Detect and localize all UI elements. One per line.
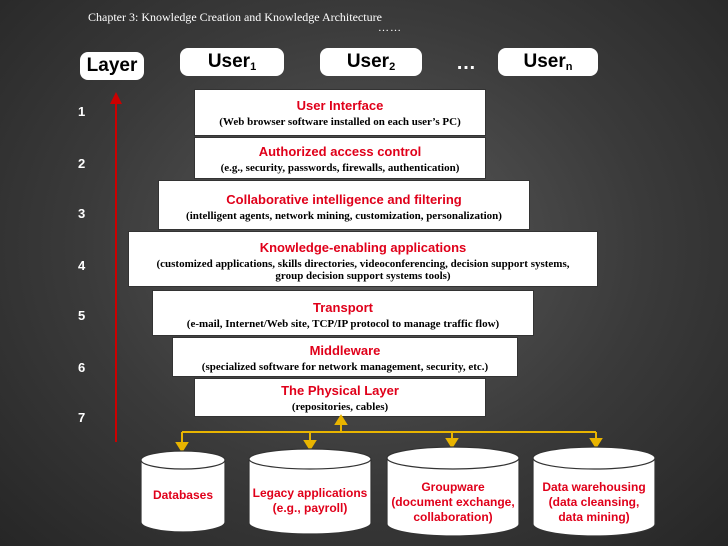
- layer-number-4: 4: [78, 258, 86, 273]
- layer-description: (intelligent agents, network mining, cus…: [186, 210, 502, 222]
- layer-knowledge-enabling-applications: Knowledge-enabling applications (customi…: [128, 231, 598, 287]
- repository-legacy-applications: Legacy applications (e.g., payroll): [248, 448, 372, 536]
- layer-middleware: Middleware (specialized software for net…: [172, 337, 518, 377]
- repository-label: Data warehousing (data cleansing, data m…: [542, 480, 646, 524]
- layer-number-2: 2: [78, 156, 86, 171]
- layer-description-continued: group decision support systems tools): [275, 270, 451, 282]
- layer-title: Transport: [313, 300, 373, 315]
- repository-groupware: Groupware (document exchange, collaborat…: [386, 446, 520, 538]
- layer-header: Layer: [80, 52, 144, 80]
- layer-arrow: [110, 92, 122, 442]
- repository-label: Groupware (document exchange, collaborat…: [391, 480, 515, 524]
- repository-data-warehousing: Data warehousing (data cleansing, data m…: [532, 446, 656, 538]
- layer-description: (specialized software for network manage…: [201, 361, 489, 373]
- layer-title: Knowledge-enabling applications: [259, 240, 467, 255]
- layer-description: (e.g., security, passwords, firewalls, a…: [220, 162, 460, 174]
- user-2-subscript: 2: [389, 61, 396, 73]
- layer-title: Authorized access control: [258, 144, 422, 159]
- cylinder-icon: [386, 446, 520, 537]
- users-ellipsis: …: [456, 52, 476, 74]
- layer-description: (Web browser software installed on each …: [219, 116, 461, 128]
- layer-user-interface: User Interface (Web browser software ins…: [194, 89, 486, 136]
- user-1-subscript: 1: [250, 61, 257, 73]
- layer-transport: Transport (e-mail, Internet/Web site, TC…: [152, 290, 534, 336]
- layer-description: (e-mail, Internet/Web site, TCP/IP proto…: [186, 318, 500, 330]
- cylinder-icon: [248, 448, 372, 535]
- user-2-label: User: [346, 51, 390, 72]
- layer-title: The Physical Layer: [281, 383, 399, 398]
- user-n-label: User: [523, 51, 566, 72]
- layer-number-1: 1: [78, 104, 86, 119]
- cylinder-icon: [140, 450, 226, 533]
- user-n-subscript: n: [565, 61, 573, 73]
- repository-label: Databases: [152, 488, 214, 502]
- layer-header-label: Layer: [86, 55, 138, 76]
- layer-description: (repositories, cables): [291, 401, 389, 413]
- layer-number-5: 5: [78, 308, 86, 323]
- user-1-label: User: [207, 51, 251, 72]
- layer-physical: The Physical Layer (repositories, cables…: [194, 378, 486, 417]
- layer-number-7: 7: [78, 410, 86, 425]
- user-n-header: Usern: [498, 48, 598, 76]
- chapter-title: Chapter 3: Knowledge Creation and Knowle…: [88, 10, 382, 24]
- cylinder-icon: [532, 446, 656, 537]
- layer-number-6: 6: [78, 360, 86, 375]
- layer-title: Collaborative intelligence and filtering: [226, 192, 462, 207]
- layer-collaborative-intelligence: Collaborative intelligence and filtering…: [158, 180, 530, 230]
- layer-number-3: 3: [78, 206, 86, 221]
- layer-title: User Interface: [296, 98, 384, 113]
- user-1-header: User1: [180, 48, 284, 76]
- layer-authorized-access-control: Authorized access control (e.g., securit…: [194, 137, 486, 179]
- layer-title: Middleware: [309, 343, 381, 358]
- top-dots: ……: [378, 22, 402, 34]
- user-2-header: User2: [320, 48, 422, 76]
- repository-label: Legacy applications (e.g., payroll): [252, 486, 368, 515]
- repository-databases: Databases: [140, 450, 226, 534]
- layer-description: (customized applications, skills directo…: [156, 258, 570, 270]
